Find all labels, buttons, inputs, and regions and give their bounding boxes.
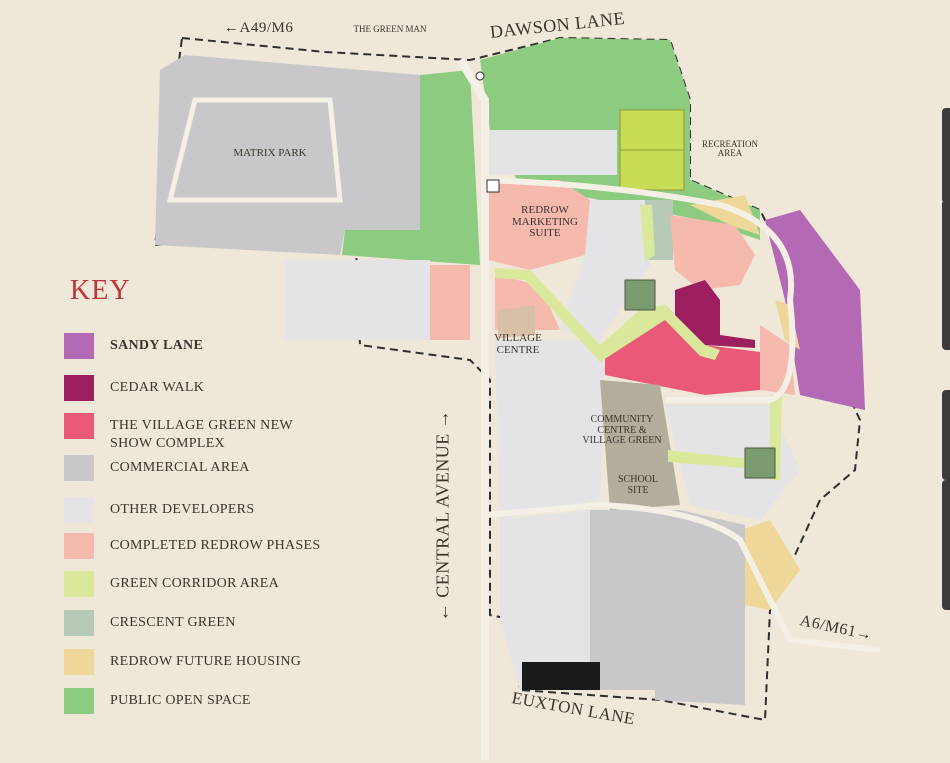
recreation-pitch-a xyxy=(619,109,685,153)
open-space-west xyxy=(342,70,480,265)
arrow-up-icon: → xyxy=(432,409,453,429)
label-the-green-man: THE GREEN MAN xyxy=(353,24,427,34)
key-swatch xyxy=(64,571,94,597)
cedar-walk-area xyxy=(675,280,755,348)
key-item: CEDAR WALK xyxy=(64,375,204,401)
other-dev-south xyxy=(500,510,590,690)
key-label: CEDAR WALK xyxy=(110,380,205,395)
label-community-centre: COMMUNITY CENTRE & VILLAGE GREEN xyxy=(582,414,662,446)
key-label: GREEN CORRIDOR AREA xyxy=(110,576,280,591)
label-village-centre: VILLAGE CENTRE xyxy=(494,332,542,356)
completed-redrow-ne xyxy=(670,215,755,290)
key-label: CRESCENT GREEN xyxy=(110,615,236,630)
green-corridor-b xyxy=(640,205,655,262)
road-central-avenue: ← CENTRAL AVENUE → xyxy=(432,409,453,622)
label-redrow-marketing-suite: REDROW MARKETING SUITE xyxy=(512,204,578,240)
key-label: OTHER DEVELOPERS xyxy=(110,502,255,517)
edge-tab-3 xyxy=(942,390,950,480)
key-swatch xyxy=(64,533,94,559)
arrow-left-icon: ← xyxy=(224,20,240,36)
label-recreation-area: RECREATION AREA xyxy=(702,139,758,159)
south-road xyxy=(484,501,881,653)
matrix-loop-road xyxy=(166,97,343,203)
key-item: COMPLETED REDROW PHASES xyxy=(64,533,320,559)
key-item: PUBLIC OPEN SPACE xyxy=(64,688,251,714)
completed-redrow-marketing xyxy=(485,180,590,270)
central-avenue-road xyxy=(456,57,489,760)
black-parcel xyxy=(522,662,600,690)
key-label: SANDY LANE xyxy=(110,338,204,353)
key-swatch xyxy=(64,333,94,359)
green-square-east xyxy=(744,447,776,479)
east-loop-road xyxy=(484,177,796,403)
other-dev-west xyxy=(285,260,430,340)
completed-redrow-west xyxy=(430,265,470,340)
arrow-right-icon: → xyxy=(854,624,874,645)
other-dev-east-north xyxy=(560,200,650,340)
commercial-north-strip xyxy=(482,130,617,175)
key-item: CRESCENT GREEN xyxy=(64,610,236,636)
key-swatch xyxy=(64,649,94,675)
key-label: COMMERCIAL AREA xyxy=(110,460,250,475)
edge-tab-4 xyxy=(942,480,950,610)
edge-tab-1 xyxy=(942,108,950,203)
green-square-north xyxy=(624,279,656,311)
key-item: THE VILLAGE GREEN NEW SHOW COMPLEX xyxy=(64,413,330,453)
label-matrix-park: MATRIX PARK xyxy=(233,147,307,159)
key-swatch xyxy=(64,688,94,714)
key-item: SANDY LANE xyxy=(64,333,203,359)
road-a49-m6: ←A49/M6 xyxy=(224,20,294,36)
key-item: REDROW FUTURE HOUSING xyxy=(64,649,301,675)
green-corridor xyxy=(495,268,720,362)
key-label: THE VILLAGE GREEN NEW SHOW COMPLEX xyxy=(110,418,293,451)
label-school-site: SCHOOL SITE xyxy=(617,474,658,496)
key-swatch xyxy=(64,413,94,439)
key-item: GREEN CORRIDOR AREA xyxy=(64,571,279,597)
key-label: COMPLETED REDROW PHASES xyxy=(110,538,321,553)
matrix-park-area xyxy=(155,55,420,255)
future-housing-se xyxy=(740,520,800,610)
edge-tab-2 xyxy=(942,200,950,350)
key-swatch xyxy=(64,497,94,523)
key-label: PUBLIC OPEN SPACE xyxy=(110,693,251,708)
key-swatch xyxy=(64,375,94,401)
key-swatch xyxy=(64,455,94,481)
arrow-down-icon: ← xyxy=(432,602,453,622)
roundabout-north xyxy=(475,71,485,81)
key-item: COMMERCIAL AREA xyxy=(64,455,250,481)
key-item: OTHER DEVELOPERS xyxy=(64,497,254,523)
key-title: KEY xyxy=(70,275,131,306)
commercial-south xyxy=(590,510,745,705)
other-dev-central xyxy=(495,340,605,520)
village-centre-area xyxy=(498,305,535,338)
recreation-pitch-b xyxy=(619,149,685,191)
marketing-suite-marker xyxy=(486,179,500,193)
key-label: REDROW FUTURE HOUSING xyxy=(110,654,302,669)
key-swatch xyxy=(64,610,94,636)
community-school-site xyxy=(600,380,680,510)
